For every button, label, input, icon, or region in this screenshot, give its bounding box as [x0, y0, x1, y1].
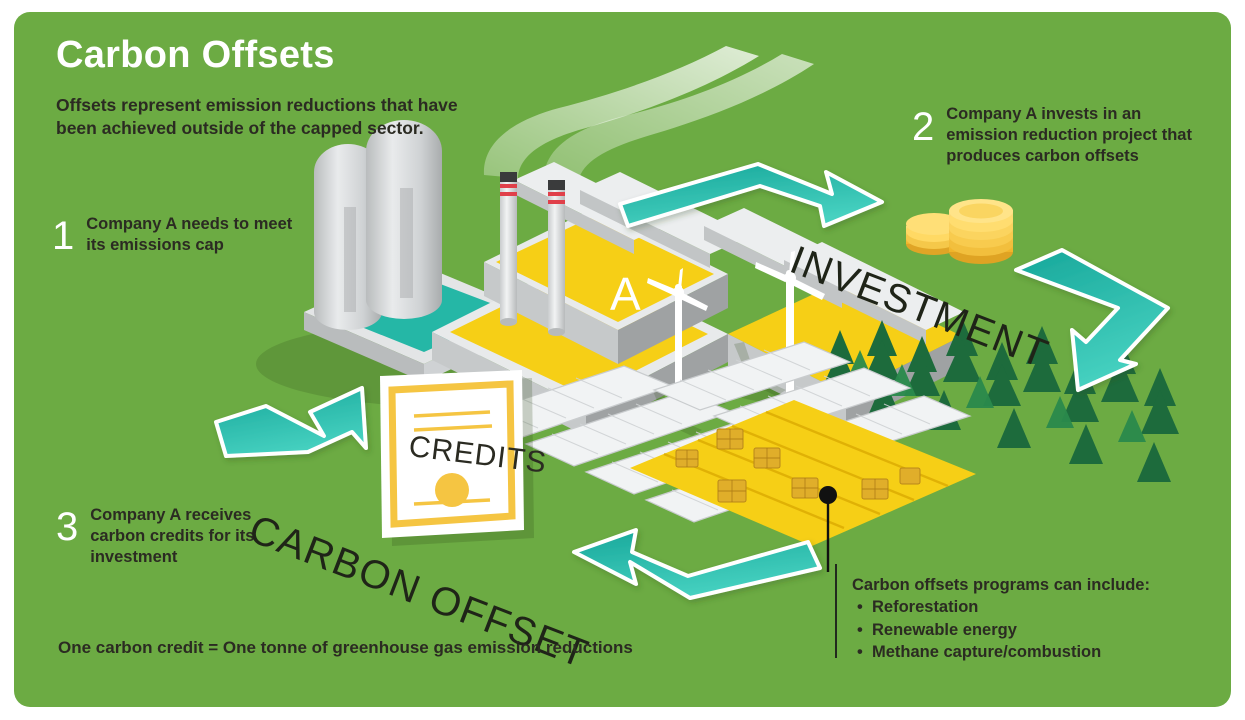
programs-item: Reforestation: [857, 596, 1150, 619]
programs-heading: Carbon offsets programs can include:: [852, 576, 1150, 594]
page-title: Carbon Offsets: [56, 34, 335, 76]
coin-stack-left: [906, 213, 962, 255]
hay-bale-group: [675, 428, 921, 503]
step-3-number: 3: [56, 505, 79, 549]
callout-pointer: [819, 486, 837, 658]
step-3: 3 Company A receives carbon credits for …: [56, 505, 276, 568]
step-1-text: Company A needs to meet its emissions ca…: [86, 215, 293, 255]
arrow-left-up: [214, 386, 368, 458]
programs-item: Renewable energy: [857, 619, 1150, 642]
arrow-group: [214, 162, 1170, 600]
illustration-layer: A: [214, 46, 1179, 658]
crop-field: [630, 400, 976, 546]
step-1: 1 Company A needs to meet its emissions …: [52, 214, 302, 256]
tree-group: [823, 318, 1179, 482]
footnote: One carbon credit = One tonne of greenho…: [58, 638, 633, 657]
step-2-number: 2: [912, 105, 935, 149]
programs-item: Methane capture/combustion: [857, 641, 1150, 664]
smoke-plume-group: [483, 46, 814, 184]
factory-letter: A: [610, 268, 641, 320]
programs-callout: Carbon offsets programs can include: Ref…: [852, 574, 1150, 663]
silo-group: [314, 120, 442, 330]
step-1-number: 1: [52, 214, 75, 258]
green-panel: A: [14, 12, 1231, 707]
page-subtitle: Offsets represent emission reductions th…: [56, 95, 458, 138]
arrow-right-down: [1014, 248, 1170, 392]
step-2-text: Company A invests in an emission reducti…: [946, 105, 1192, 166]
step-3-text: Company A receives carbon credits for it…: [90, 506, 255, 567]
step-2: 2 Company A invests in an emission reduc…: [912, 104, 1212, 167]
credits-certificate: [380, 370, 534, 546]
coin-stack-group: [906, 199, 1013, 264]
coin-stack-right: [949, 199, 1013, 264]
arrow-bottom-left: [572, 528, 822, 600]
arrow-top-right: [618, 162, 884, 228]
programs-list: Reforestation Renewable energy Methane c…: [852, 596, 1150, 663]
smokestack-group: [500, 172, 565, 336]
